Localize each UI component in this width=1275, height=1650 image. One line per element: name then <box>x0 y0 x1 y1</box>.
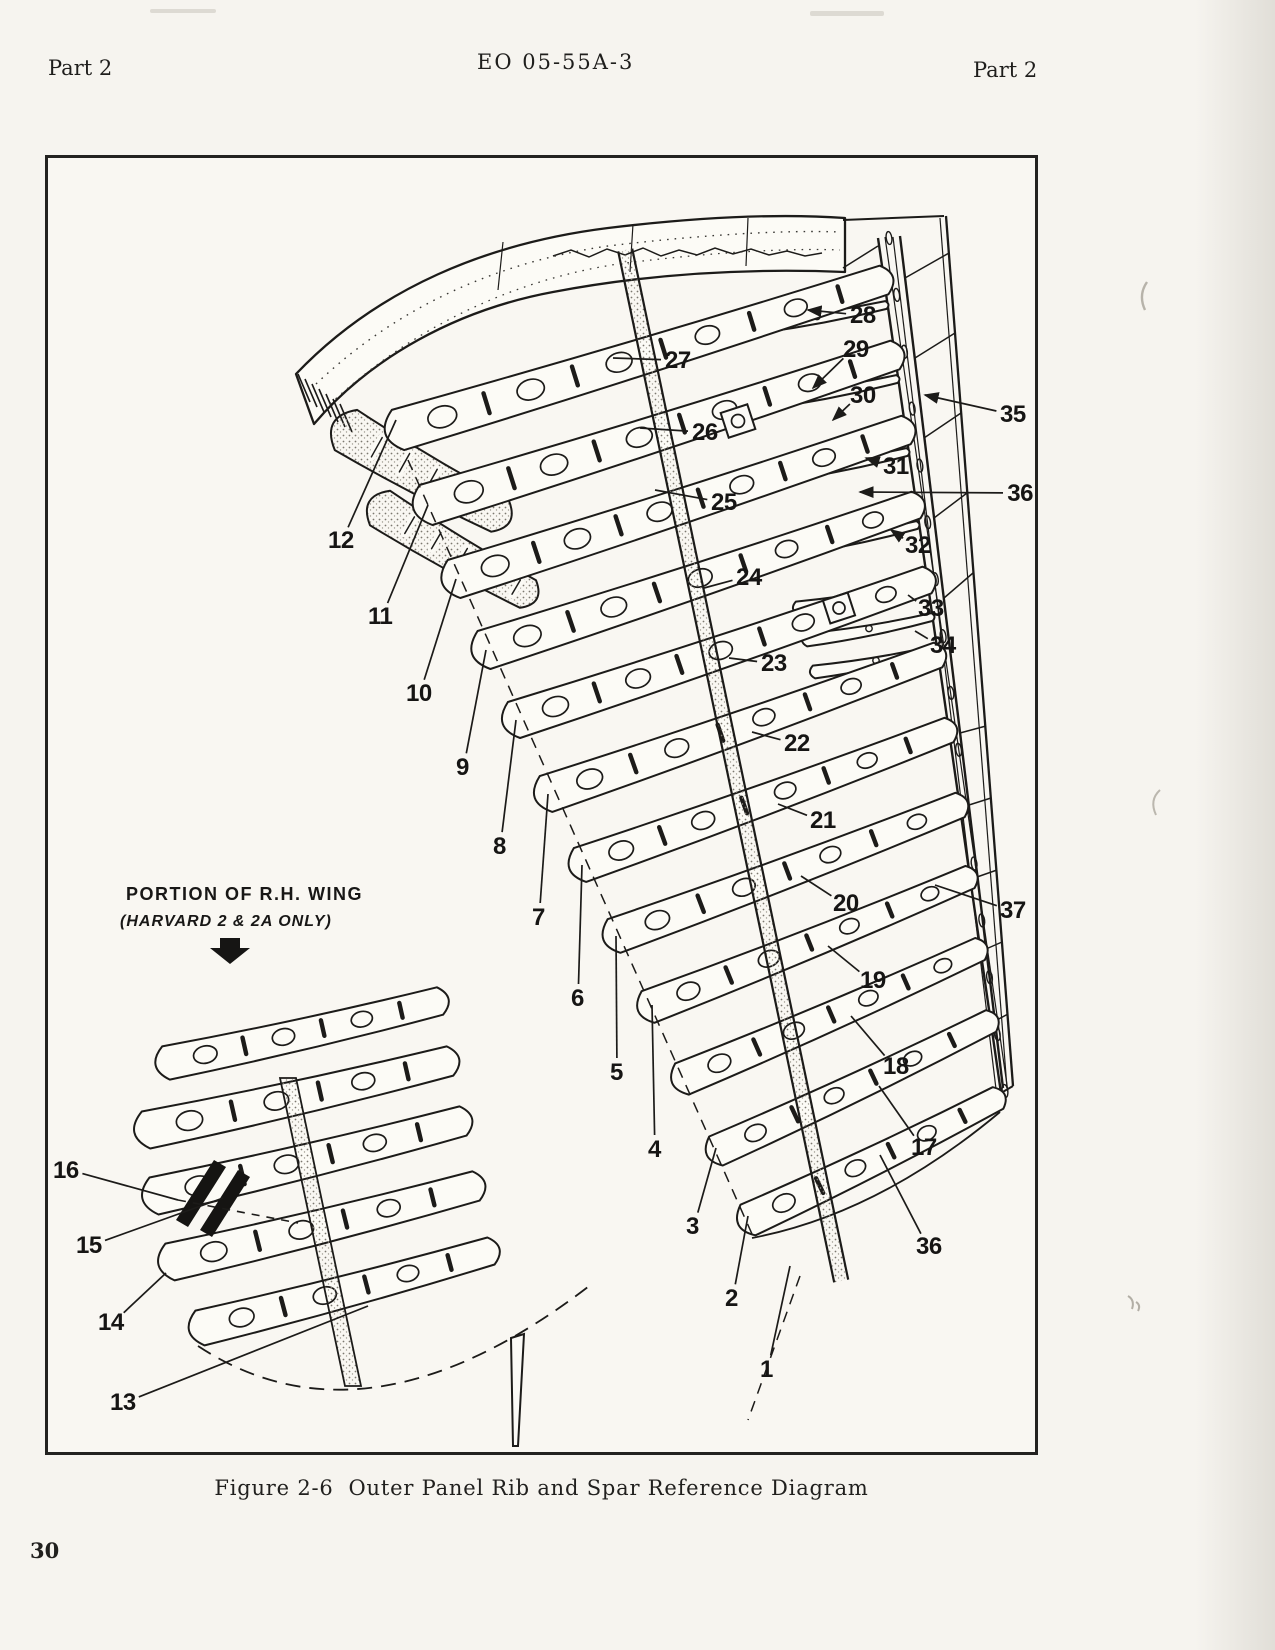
callout-17: 17 <box>911 1134 937 1161</box>
callout-34: 34 <box>930 632 957 659</box>
spar-te-braces <box>904 252 1009 1022</box>
callout-28: 28 <box>850 302 876 329</box>
tip-rib <box>736 1086 1007 1239</box>
callout-12: 12 <box>328 527 354 554</box>
callout-5: 5 <box>610 1059 623 1086</box>
scan-smudge <box>150 9 216 13</box>
callout-37: 37 <box>1000 897 1026 924</box>
callout-18: 18 <box>883 1053 909 1080</box>
callout-19: 19 <box>860 967 886 994</box>
figure-caption: Figure 2-6 Outer Panel Rib and Spar Refe… <box>214 1476 869 1500</box>
callout-8: 8 <box>493 833 506 860</box>
callout-2: 2 <box>725 1285 738 1312</box>
callout-36: 36 <box>1007 480 1033 507</box>
callouts: 1234567891011121314151617181920212223242… <box>53 302 1034 1416</box>
rib-and-spar-diagram: PORTION OF R.H. WING (HARVARD 2 & 2A ONLY… <box>53 214 1034 1447</box>
callout-10: 10 <box>406 680 432 707</box>
callout-7: 7 <box>532 904 545 931</box>
page-number: 30 <box>30 1538 60 1563</box>
callout-23: 23 <box>761 650 787 677</box>
main-ribs <box>383 264 1000 1167</box>
rh-wing-inset <box>133 986 594 1447</box>
callout-4: 4 <box>648 1136 662 1163</box>
header-center: EO 05-55A-3 <box>477 50 635 74</box>
wing-root-skin-band <box>294 214 879 433</box>
scan-smudge <box>810 11 884 16</box>
callout-31: 31 <box>883 453 909 480</box>
callout-13: 13 <box>110 1389 136 1416</box>
callout-20: 20 <box>833 890 859 917</box>
callout-14: 14 <box>98 1309 125 1336</box>
callout-1: 1 <box>760 1356 773 1383</box>
callout-22: 22 <box>784 730 810 757</box>
callout-30: 30 <box>850 382 876 409</box>
callout-36: 36 <box>916 1233 942 1260</box>
header-left: Part 2 <box>48 56 113 80</box>
callout-21: 21 <box>810 807 836 834</box>
callout-25: 25 <box>711 489 737 516</box>
callout-29: 29 <box>843 336 869 363</box>
leading-edge-dashed-line <box>407 459 801 1421</box>
callout-24: 24 <box>736 564 763 591</box>
callout-16: 16 <box>53 1157 79 1184</box>
callout-33: 33 <box>918 595 944 622</box>
callout-32: 32 <box>905 532 931 559</box>
down-arrow-icon <box>210 938 250 964</box>
inset-label: PORTION OF R.H. WING (HARVARD 2 & 2A ONLY… <box>120 884 363 964</box>
inset-label-line1: PORTION OF R.H. WING <box>126 884 363 904</box>
scan-artifacts <box>1127 281 1161 1312</box>
callout-35: 35 <box>1000 401 1026 428</box>
figure-frame: PORTION OF R.H. WING (HARVARD 2 & 2A ONLY… <box>45 155 1038 1455</box>
callout-15: 15 <box>76 1232 102 1259</box>
callout-9: 9 <box>456 754 469 781</box>
callout-3: 3 <box>686 1213 699 1240</box>
front-spar <box>617 248 850 1283</box>
callout-26: 26 <box>692 419 718 446</box>
callout-27: 27 <box>665 347 691 374</box>
callout-11: 11 <box>368 603 393 630</box>
header-right: Part 2 <box>973 58 1038 82</box>
callout-6: 6 <box>571 985 584 1012</box>
inset-label-line2: (HARVARD 2 & 2A ONLY) <box>120 913 332 930</box>
